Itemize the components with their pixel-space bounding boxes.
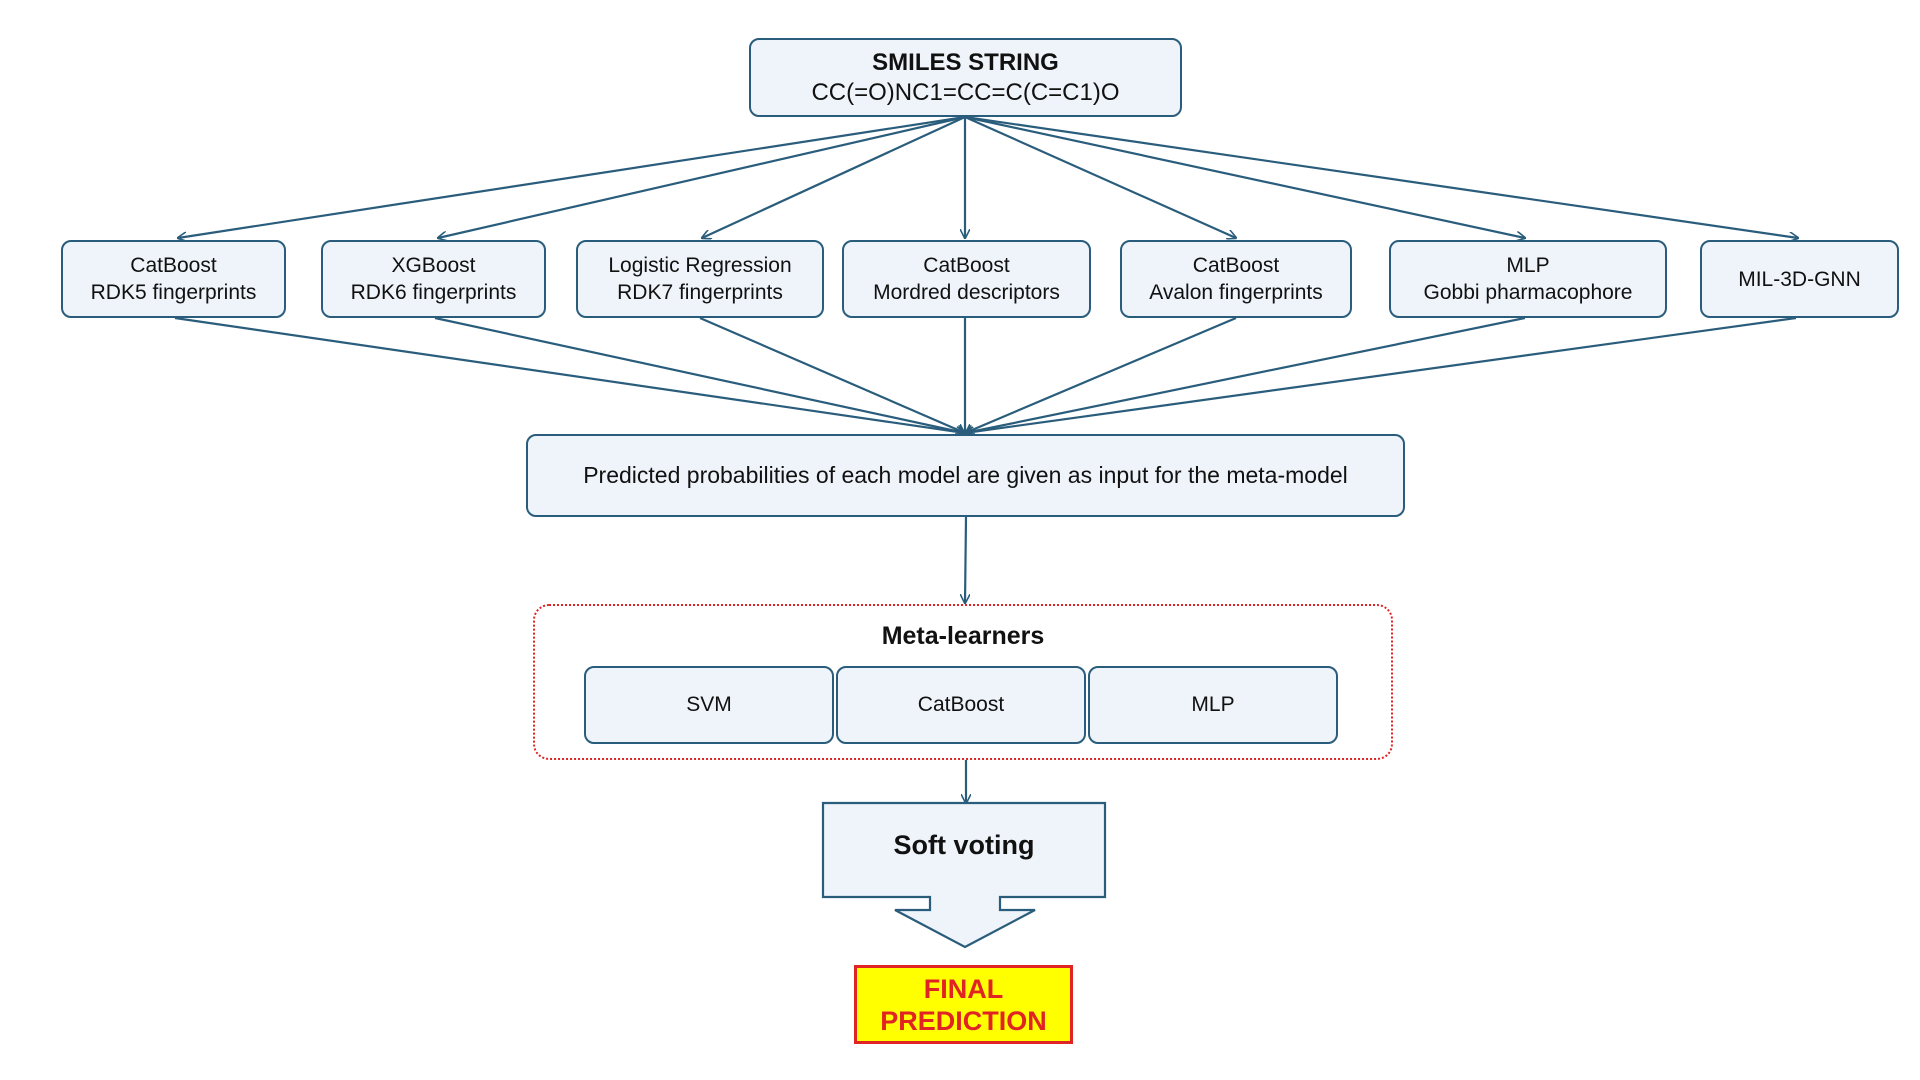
arrow-smiles-to-model-5 [964,115,1236,238]
arrow-smiles-to-model-6 [964,115,1525,238]
model-features: RDK7 fingerprints [617,281,783,304]
model-box-7: MIL-3D-GNN [1700,240,1899,318]
arrow-model-5-to-aggregate [965,316,1237,433]
soft-voting-arrow-shape [821,801,1107,949]
arrow-aggregate-to-meta [965,516,966,603]
model-features: Avalon fingerprints [1149,281,1323,304]
arrow-smiles-to-model-2 [438,115,966,238]
model-name: MLP [1506,254,1550,277]
arrow-model-6-to-aggregate [965,316,1526,433]
model-features: Gobbi pharmacophore [1423,281,1633,304]
model-name: MIL-3D-GNN [1738,267,1861,291]
model-name: CatBoost [130,254,217,277]
arrow-smiles-to-model-7 [964,115,1798,238]
smiles-input-box: SMILES STRING CC(=O)NC1=CC=C(C=C1)O [749,38,1182,117]
meta-learner-label: CatBoost [917,693,1005,716]
meta-input-box: Predicted probabilities of each model ar… [526,434,1405,517]
fan-in-arrows [174,316,1797,433]
smiles-string: CC(=O)NC1=CC=C(C=C1)O [811,78,1120,106]
meta-learner-label: MLP [1191,693,1235,716]
model-name: CatBoost [923,254,1010,277]
meta-learners-title: Meta-learners [881,622,1045,650]
model-features: RDK6 fingerprints [350,281,517,304]
model-name: XGBoost [391,254,476,277]
arrow-model-2-to-aggregate [434,316,965,433]
meta-learner-mlp: MLP [1088,666,1338,744]
arrow-model-7-to-aggregate [965,316,1797,433]
meta-learner-svm: SVM [584,666,834,744]
model-name: CatBoost [1192,254,1280,277]
model-features: Mordred descriptors [873,281,1060,304]
model-features: RDK5 fingerprints [90,281,257,304]
meta-input-text: Predicted probabilities of each model ar… [583,462,1348,488]
arrow-smiles-to-model-1 [178,115,966,238]
final-prediction-box: FINAL PREDICTION [854,965,1073,1044]
arrow-smiles-to-model-3 [702,116,966,238]
meta-learners-container: Meta-learners [533,604,1393,760]
arrow-model-3-to-aggregate [699,316,965,433]
fan-out-arrows [178,115,1798,238]
model-box-6: MLP Gobbi pharmacophore [1389,240,1667,318]
soft-voting-label: Soft voting [893,830,1035,860]
final-prediction-line1: FINAL [923,973,1004,1004]
final-prediction-line2: PREDICTION [880,1005,1047,1036]
model-name: Logistic Regression [608,254,792,277]
arrow-model-1-to-aggregate [174,316,965,433]
smiles-title: SMILES STRING [872,48,1059,76]
meta-learner-label: SVM [686,693,732,716]
meta-learner-catboost: CatBoost [836,666,1086,744]
